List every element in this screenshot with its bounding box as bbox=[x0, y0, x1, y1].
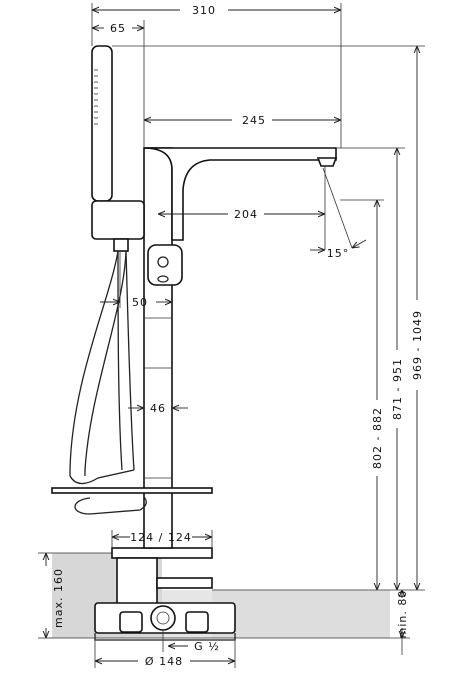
label-65: 65 bbox=[110, 22, 126, 35]
label-15-deg: 15° bbox=[327, 247, 350, 260]
dim-max-160: max. 160 bbox=[38, 552, 65, 639]
label-max-160: max. 160 bbox=[52, 568, 65, 628]
mixer-handle bbox=[147, 244, 183, 286]
label-g-half: G ½ bbox=[194, 640, 220, 653]
label-969-1049: 969 - 1049 bbox=[411, 310, 424, 380]
dim-871-951: 871 - 951 bbox=[336, 147, 405, 590]
label-204: 204 bbox=[234, 208, 258, 221]
label-124-124: 124 / 124 bbox=[130, 531, 192, 544]
dim-min-80: min. 80 bbox=[390, 590, 410, 655]
dim-thread: G ½ bbox=[162, 630, 220, 653]
label-diameter-148: Ø 148 bbox=[145, 655, 183, 668]
hand-shower bbox=[91, 45, 145, 252]
dim-angle-15: 15° bbox=[310, 167, 367, 260]
dim-124-124: 124 / 124 bbox=[111, 530, 213, 548]
label-871-951: 871 - 951 bbox=[391, 358, 404, 420]
dim-46: 46 bbox=[128, 402, 188, 415]
dim-969-1049: 969 - 1049 bbox=[112, 45, 425, 591]
dim-204: 204 bbox=[158, 166, 326, 250]
label-802-882: 802 - 882 bbox=[371, 407, 384, 469]
dim-148: Ø 148 bbox=[94, 640, 236, 668]
label-245: 245 bbox=[242, 114, 266, 127]
dim-65: 65 bbox=[92, 20, 145, 148]
label-310: 310 bbox=[192, 4, 216, 17]
label-46: 46 bbox=[150, 402, 166, 415]
dim-802-882: 802 - 882 bbox=[340, 199, 384, 590]
dim-245: 245 bbox=[144, 114, 341, 127]
spout bbox=[143, 147, 338, 241]
shower-hose bbox=[51, 250, 213, 515]
label-min-80: min. 80 bbox=[396, 590, 409, 639]
label-50: 50 bbox=[132, 296, 148, 309]
installation-unit bbox=[94, 547, 236, 641]
dim-50: 50 bbox=[100, 252, 172, 309]
dim-310: 310 bbox=[91, 3, 342, 148]
